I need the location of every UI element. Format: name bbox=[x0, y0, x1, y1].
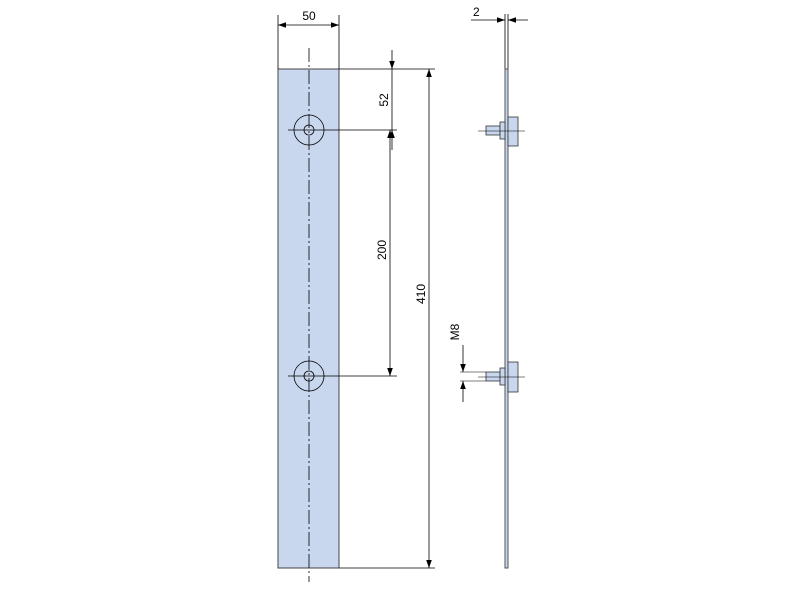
plate-side bbox=[504, 68, 509, 569]
dimension-total-length-label: 410 bbox=[414, 284, 428, 304]
front-view: 50 52 200 410 bbox=[277, 9, 435, 582]
hole-top bbox=[288, 114, 397, 146]
hole-bottom bbox=[288, 360, 397, 392]
dimension-width-label: 50 bbox=[302, 9, 316, 23]
dimension-thickness: 2 bbox=[471, 5, 528, 23]
dimension-thread-label: M8 bbox=[448, 323, 462, 340]
dimension-hole-spacing: 200 bbox=[375, 130, 393, 376]
bolt-top bbox=[478, 116, 525, 147]
bolt-bottom bbox=[478, 361, 525, 393]
side-view: 2 M8 bbox=[448, 5, 528, 569]
dimension-thread: M8 bbox=[448, 323, 486, 402]
dimension-width: 50 bbox=[278, 9, 339, 28]
dimension-thickness-label: 2 bbox=[473, 5, 480, 19]
plate bbox=[277, 68, 340, 569]
dimension-hole-spacing-label: 200 bbox=[375, 240, 389, 260]
dimension-top-offset-label: 52 bbox=[377, 93, 391, 107]
dimension-total-length: 410 bbox=[414, 69, 432, 568]
